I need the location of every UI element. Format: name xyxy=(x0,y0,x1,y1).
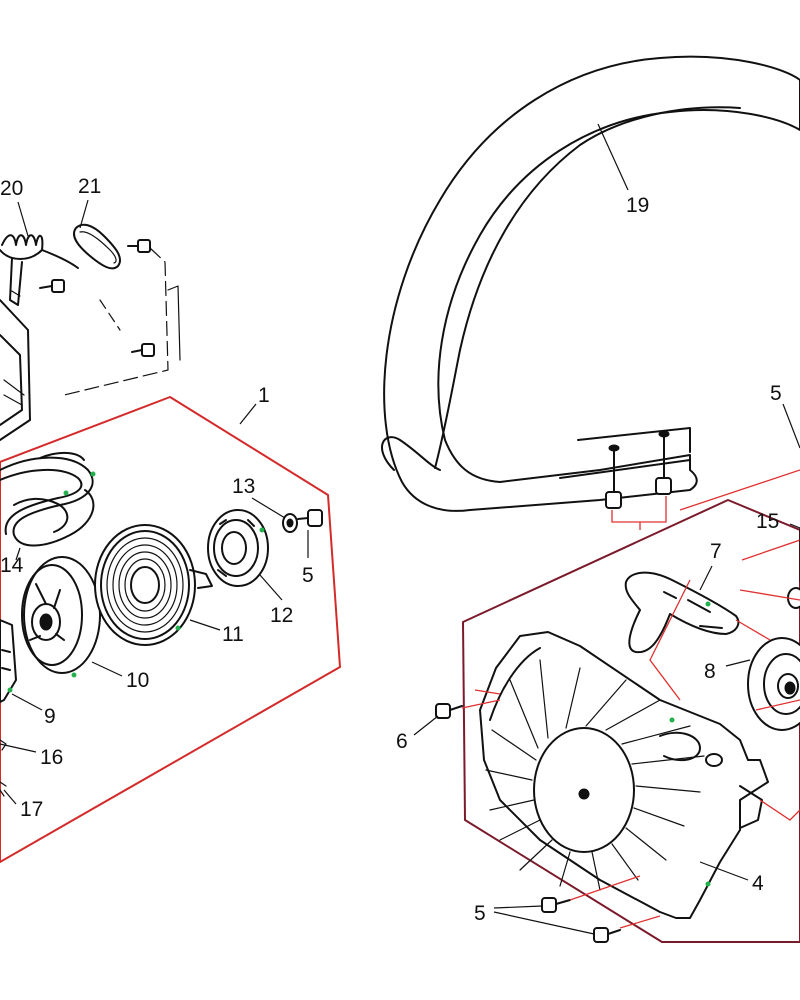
recoil-spring xyxy=(94,524,213,646)
label-8: 8 xyxy=(704,660,716,683)
label-14: 14 xyxy=(0,554,24,577)
label-5-cover: 5 xyxy=(302,564,314,587)
screw-small-2 xyxy=(39,279,65,293)
label-5-bottom: 5 xyxy=(474,902,486,925)
handle-bolt-right xyxy=(655,435,672,495)
rope-pulley xyxy=(21,556,101,674)
bracket-spring-assembly xyxy=(0,223,181,441)
cover-fins xyxy=(485,659,705,891)
left-accent-dots xyxy=(7,471,265,693)
screw-bottom-2 xyxy=(593,927,621,943)
label-21: 21 xyxy=(78,175,101,198)
screw-small-3 xyxy=(131,343,155,357)
chain-clip xyxy=(72,223,122,270)
coil-spring xyxy=(0,234,79,306)
drive-pulley xyxy=(747,637,800,731)
starter-assembly-outline xyxy=(0,396,341,863)
starter-cover-outline xyxy=(462,499,800,943)
label-20: 20 xyxy=(0,177,23,200)
small-part-16 xyxy=(0,739,7,751)
starter-cover xyxy=(479,631,769,919)
label-10: 10 xyxy=(126,669,149,692)
right-exploded-lines xyxy=(461,539,800,929)
pawl-disc xyxy=(207,509,269,587)
label-19: 19 xyxy=(626,194,649,217)
label-15: 15 xyxy=(756,510,779,533)
screw-6 xyxy=(435,703,463,719)
front-handle xyxy=(381,55,800,512)
label-16: 16 xyxy=(40,746,63,769)
label-17: 17 xyxy=(20,798,43,821)
label-13: 13 xyxy=(232,475,255,498)
label-6: 6 xyxy=(396,730,408,753)
label-5-handle: 5 xyxy=(770,382,782,405)
starter-rope xyxy=(0,452,95,547)
label-12: 12 xyxy=(270,604,293,627)
label-4: 4 xyxy=(752,872,764,895)
leader-lines xyxy=(0,123,800,935)
screw-bottom-1 xyxy=(541,897,571,913)
label-11: 11 xyxy=(222,623,244,646)
label-1: 1 xyxy=(258,384,270,407)
label-7: 7 xyxy=(710,540,722,563)
handle-bolt-left xyxy=(605,449,622,509)
label-9: 9 xyxy=(44,705,56,728)
small-part-17 xyxy=(0,781,7,797)
starter-grip xyxy=(624,571,740,654)
screw-small-1 xyxy=(127,239,151,253)
washer xyxy=(282,513,298,533)
screw-starter xyxy=(297,509,323,527)
